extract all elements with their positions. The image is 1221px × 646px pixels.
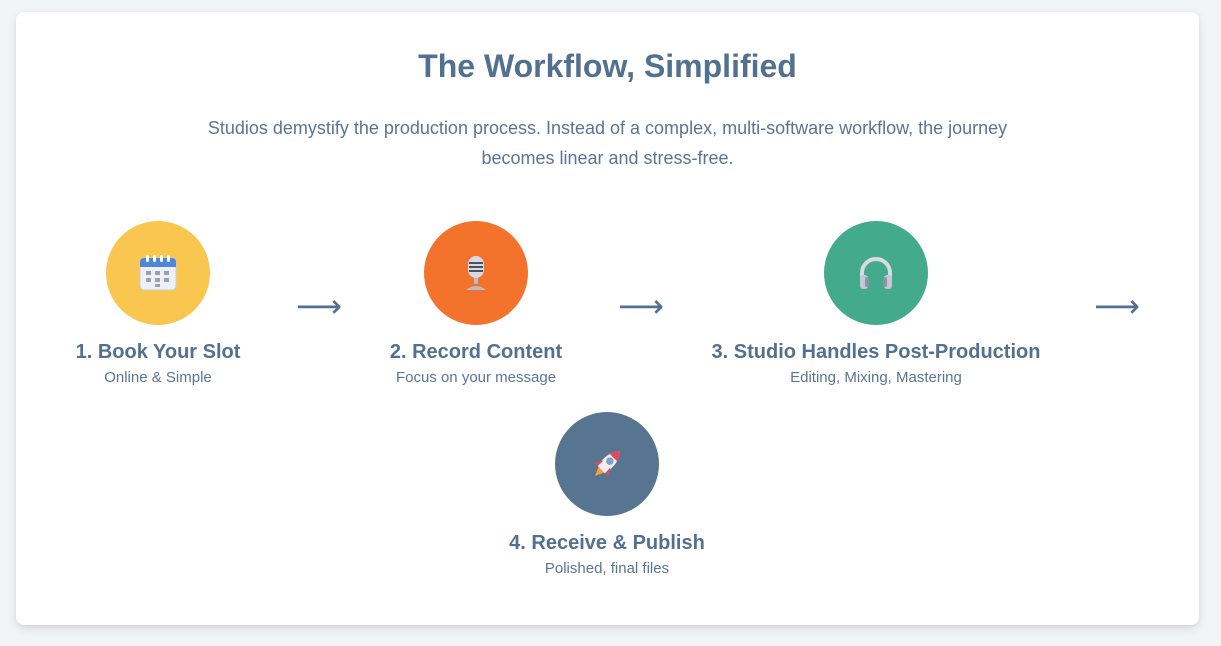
step-subtitle: Online & Simple (104, 369, 212, 386)
headphones-icon (860, 257, 892, 289)
step-title: 2. Record Content (389, 341, 563, 363)
page-title: The Workflow, Simplified (418, 48, 797, 84)
step-circle (106, 221, 210, 325)
rocket-icon (593, 451, 620, 478)
step-subtitle: Editing, Mixing, Mastering (790, 369, 962, 386)
step-subtitle: Polished, final files (544, 560, 670, 577)
step-circle (824, 221, 928, 325)
step-title: 1. Book Your Slot (75, 341, 241, 363)
workflow-card: The Workflow, Simplified Studios demysti… (16, 12, 1199, 625)
step-title: 3. Studio Handles Post-Production (711, 341, 1041, 363)
step-record-content: 2. Record Content Focus on your message (356, 221, 596, 388)
step-circle (555, 412, 659, 516)
arrow-right-icon: ⟶ (1094, 288, 1140, 324)
step-circle (424, 221, 528, 325)
calendar-icon (139, 255, 177, 291)
page-subtitle: Studios demystify the production process… (207, 118, 1008, 168)
microphone-icon (466, 256, 486, 290)
arrow-right-icon: ⟶ (296, 288, 342, 324)
step-title: 4. Receive & Publish (509, 532, 705, 554)
step-receive-publish: 4. Receive & Publish Polished, final fil… (487, 412, 727, 579)
step-post-production: 3. Studio Handles Post-Production Editin… (706, 221, 1046, 388)
step-book-slot: 1. Book Your Slot Online & Simple (58, 221, 258, 388)
arrow-right-icon: ⟶ (618, 288, 664, 324)
step-subtitle: Focus on your message (395, 369, 557, 386)
